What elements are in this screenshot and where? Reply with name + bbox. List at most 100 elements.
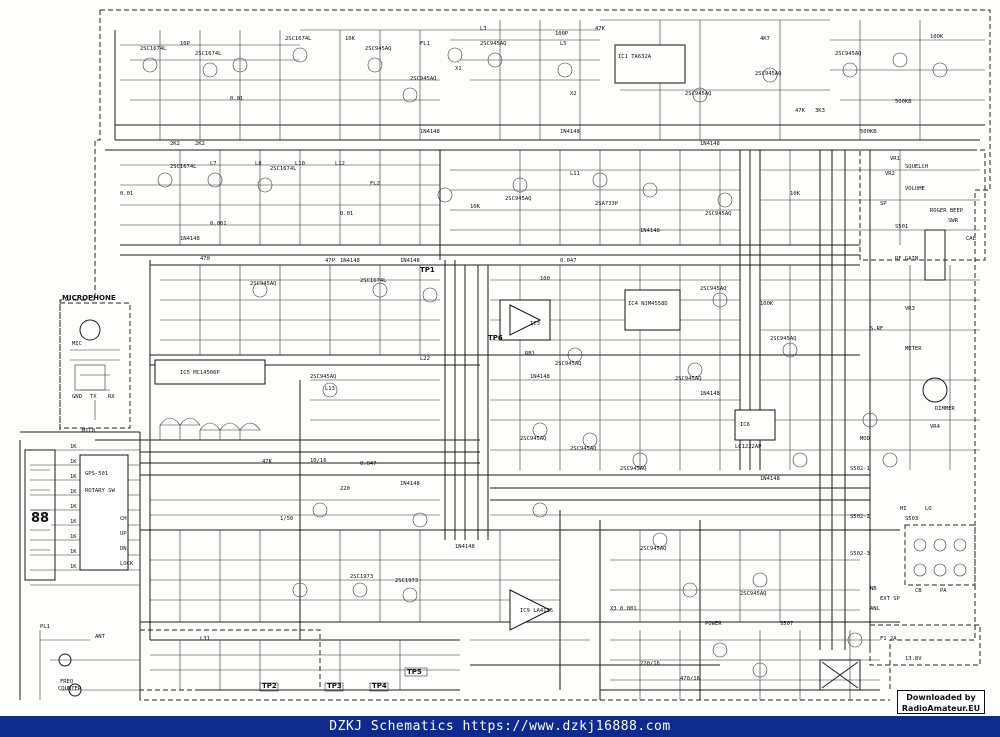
part-label: SP	[880, 201, 887, 207]
part-label: 47K	[595, 26, 606, 32]
part-label: 10P	[180, 41, 191, 47]
part-label: SQUELCH	[905, 164, 928, 170]
part-label: HI	[900, 506, 907, 512]
ic1-box	[614, 44, 686, 84]
badge-line-1: Downloaded by	[906, 693, 976, 702]
part-label: VOLUME	[905, 186, 925, 192]
part-label: 1K	[70, 489, 77, 495]
microphone-panel	[59, 302, 131, 429]
part-label: 2SC945AQ	[410, 76, 437, 82]
part-label: 100K	[760, 301, 774, 307]
part-label: 2K2	[170, 141, 180, 147]
part-label: L10	[295, 161, 305, 167]
part-label: GND	[72, 394, 82, 400]
footer-banner[interactable]: DZKJ Schematics https://www.dzkj16888.co…	[0, 716, 1000, 737]
switch-label: S503	[905, 516, 918, 522]
part-label: 3K3	[815, 108, 825, 114]
part-label: 2SC945AQ	[480, 41, 507, 47]
part-label: 2SC945AQ	[755, 71, 782, 77]
part-label: 1K	[70, 444, 77, 450]
part-label: PL1	[40, 624, 50, 630]
part-label: 470/16	[680, 676, 700, 682]
part-label: 2SC945AQ	[675, 376, 702, 382]
ic9-amp	[509, 589, 552, 631]
ic5-box	[154, 359, 266, 385]
ic3-amp	[509, 304, 542, 336]
part-label: VR1	[890, 156, 900, 162]
part-label: DN	[120, 546, 127, 552]
mic-plug-label: MIC8	[82, 428, 95, 434]
ic5-label: IC5 MC14506P	[180, 370, 220, 376]
part-label: MOD	[860, 436, 870, 442]
part-label: METER	[905, 346, 922, 352]
part-label: PA	[940, 588, 947, 594]
part-label: 2SC1674L	[195, 51, 222, 57]
part-label: 220	[340, 486, 350, 492]
ic6-label: IC6	[740, 422, 750, 428]
tp-label: TP1	[420, 266, 435, 274]
part-label: 2SC1973	[395, 578, 418, 584]
freq-label: FREQ	[60, 679, 73, 685]
part-label: L5	[560, 41, 567, 47]
ic6-box	[734, 409, 776, 441]
part-label: RB1	[525, 351, 535, 357]
part-label: 2SC945AQ	[250, 281, 277, 287]
switch-label: S501	[895, 224, 908, 230]
switch-label: S502-3	[850, 551, 870, 557]
part-label: 1N4148	[400, 258, 420, 264]
part-label: 1K	[70, 519, 77, 525]
part-label: VR2	[885, 171, 895, 177]
part-label: ANL	[870, 606, 881, 612]
part-label: VR4	[930, 424, 941, 430]
tp-label: TP2	[262, 682, 277, 690]
part-label: 2SC945AQ	[505, 196, 532, 202]
part-label: 2SC1674L	[270, 166, 297, 172]
roger-beep-label: ROGER BEEP	[930, 208, 964, 214]
part-label: 13.8V	[905, 656, 922, 662]
part-label: 2SC945AQ	[700, 286, 727, 292]
schematic-diagram: MICROPHONE MIC8 GPS-501 ROTARY SW ANT FR…	[19, 9, 991, 701]
badge-line-2: RadioAmateur.EU	[901, 704, 981, 713]
part-label: FL2	[370, 181, 380, 187]
part-label: 2SC1674L	[140, 46, 167, 52]
channel-display-digits: 88	[29, 511, 51, 526]
roger-beep-panel	[859, 149, 986, 261]
part-label: NB	[870, 586, 877, 592]
part-label: L7	[210, 161, 217, 167]
part-label: 1K	[70, 534, 77, 540]
part-label: X1	[455, 66, 462, 72]
part-label: 2SC945AQ	[620, 466, 647, 472]
part-label: 1N4148	[530, 374, 550, 380]
part-label: 2SC945AQ	[365, 46, 392, 52]
part-label: 47P	[325, 258, 336, 264]
part-label: 1N4148	[640, 228, 660, 234]
part-label: DIMMER	[935, 406, 956, 412]
part-label: 1N4148	[760, 476, 780, 482]
switch-label: S507	[780, 621, 793, 627]
power-label: POWER	[705, 621, 722, 627]
ic4-label: IC4 NJM4558D	[628, 301, 668, 307]
part-label: FL1	[420, 41, 430, 47]
part-label: 2SC945AQ	[570, 446, 597, 452]
part-label: UP	[120, 531, 127, 537]
part-label: 10K	[790, 191, 801, 197]
tp-label: TP4	[372, 682, 387, 690]
part-label: 0.047	[360, 461, 377, 467]
part-label: EXT SP	[880, 596, 901, 602]
tp-label: TP3	[327, 682, 342, 690]
part-label: 0.001	[210, 221, 227, 227]
part-label: 1K	[70, 474, 77, 480]
cal-label: CAL	[966, 236, 977, 242]
part-label: 0.01	[340, 211, 353, 217]
part-label: 2SC945AQ	[555, 361, 582, 367]
part-label: 470	[200, 256, 210, 262]
part-label: 1N4148	[455, 544, 475, 550]
part-label: 2SC945AQ	[740, 591, 767, 597]
part-label: 0.01	[120, 191, 133, 197]
ic4-box	[624, 289, 681, 331]
part-label: 2SC1674L	[285, 36, 312, 42]
part-label: 2SA733P	[595, 201, 619, 207]
part-label: 2SC945AQ	[705, 211, 732, 217]
part-label: L31	[200, 636, 210, 642]
switch-label: S502-1	[850, 466, 870, 472]
